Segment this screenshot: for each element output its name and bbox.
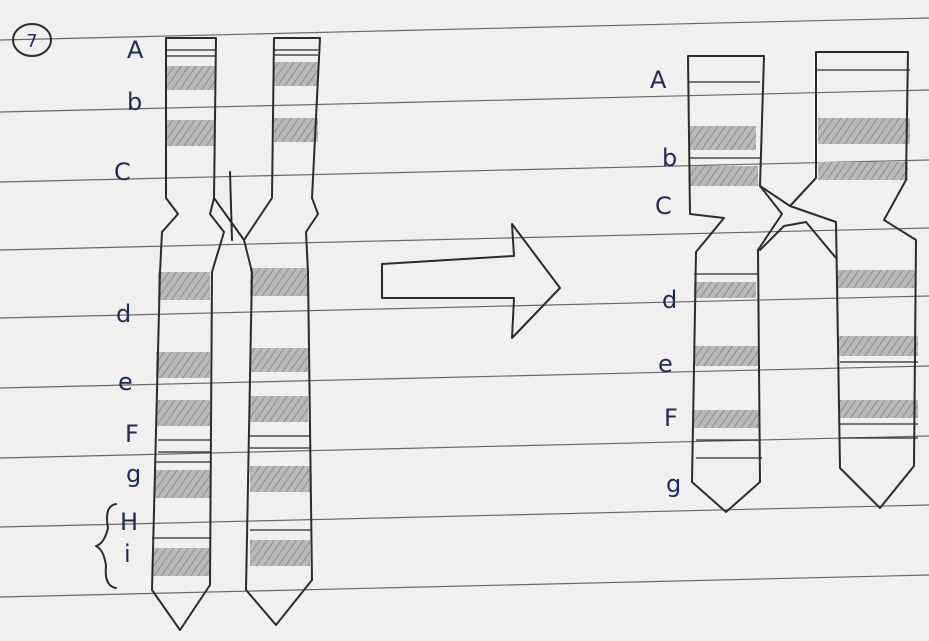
band (690, 126, 756, 150)
label-d: d (116, 300, 131, 328)
label-e: e (118, 368, 133, 396)
right-labels: A b C d e F g (650, 66, 681, 498)
label-a-right: A (650, 66, 667, 94)
band (818, 162, 908, 180)
band (694, 410, 760, 428)
label-g-right: g (666, 470, 681, 498)
band (274, 62, 318, 86)
band (818, 118, 910, 144)
right-chromatid-1 (688, 56, 782, 512)
band (158, 272, 210, 300)
band (156, 352, 210, 378)
label-i: i (124, 540, 131, 568)
band (694, 346, 758, 366)
band (690, 166, 758, 186)
label-h: H (120, 508, 138, 536)
label-e-right: e (658, 350, 673, 378)
left-chromatid-1 (152, 38, 224, 630)
left-labels: A b C d e F g H i (96, 36, 144, 588)
band (250, 268, 308, 296)
band (838, 336, 918, 356)
band (694, 282, 756, 298)
band (838, 270, 916, 288)
band (250, 466, 310, 492)
right-chromatid-2 (790, 52, 918, 508)
band (155, 470, 211, 498)
figure-number-text: 7 (26, 31, 37, 52)
band (274, 118, 318, 142)
band (166, 120, 214, 146)
band (250, 396, 308, 422)
band (166, 66, 216, 90)
left-chromatid-2 (244, 38, 320, 625)
transition-arrow (382, 224, 560, 338)
label-c: C (114, 158, 131, 186)
band (250, 540, 310, 566)
band (840, 400, 918, 418)
label-g: g (126, 460, 141, 488)
label-f: F (125, 420, 139, 448)
label-c-right: C (655, 192, 672, 220)
band (156, 400, 210, 426)
centromere-cross (214, 172, 244, 240)
band (152, 548, 210, 576)
brace (96, 504, 116, 588)
band (250, 348, 308, 372)
label-b: b (127, 88, 142, 116)
label-b-right: b (662, 144, 677, 172)
label-d-right: d (662, 286, 677, 314)
label-f-right: F (664, 404, 678, 432)
label-a: A (127, 36, 144, 64)
